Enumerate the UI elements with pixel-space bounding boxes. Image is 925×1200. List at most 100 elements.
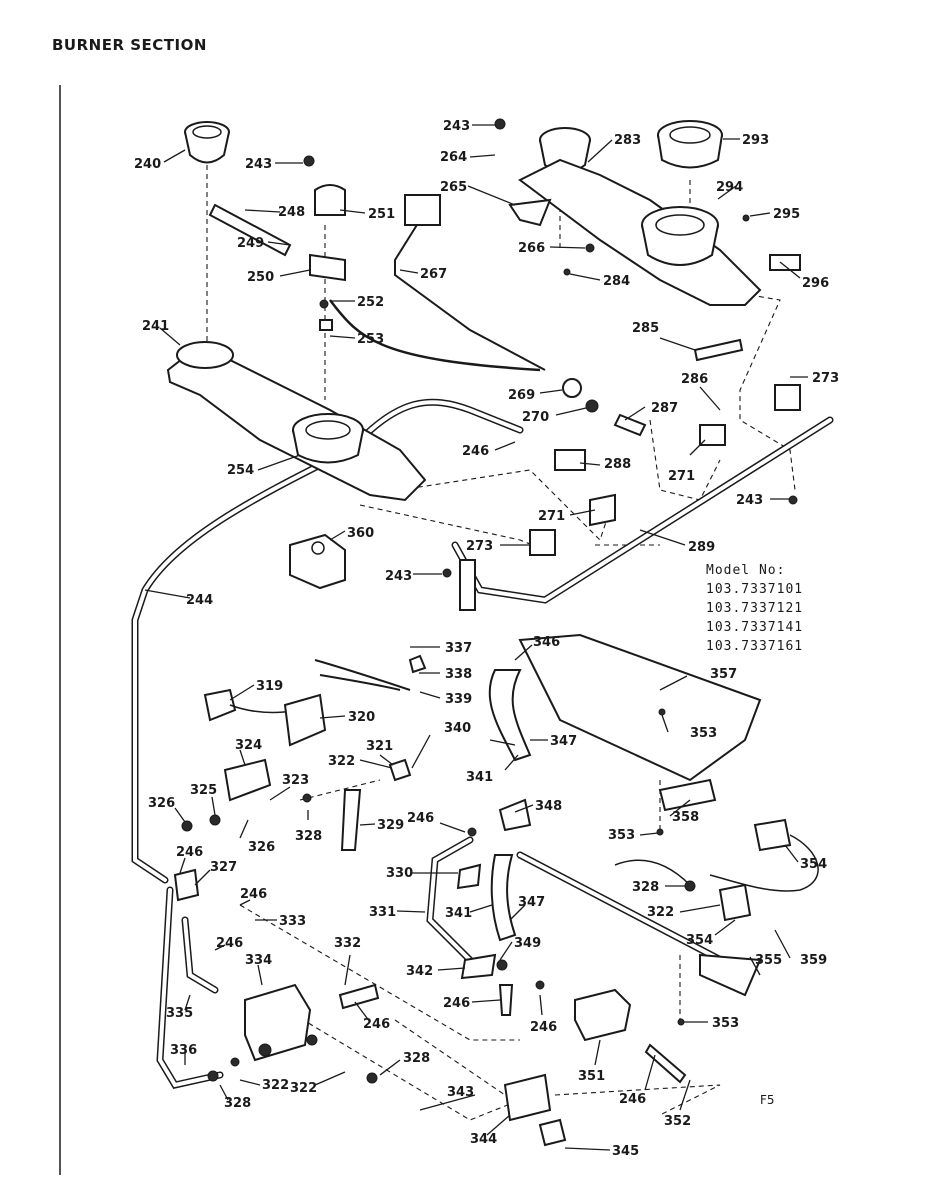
label-243: 243 [443,119,470,134]
label-271: 271 [668,469,695,484]
model-number: 103.7337101 [706,582,804,597]
label-296: 296 [802,276,829,291]
label-246: 246 [240,887,267,902]
label-320: 320 [348,710,375,725]
label-265: 265 [440,180,467,195]
label-246: 246 [216,936,243,951]
label-271: 271 [538,509,565,524]
burner-cap-240 [184,121,230,164]
label-264: 264 [440,150,467,165]
label-332: 332 [334,936,361,951]
label-328: 328 [295,829,322,844]
label-327: 327 [210,860,237,875]
label-254: 254 [227,463,254,478]
label-246: 246 [363,1017,390,1032]
label-342: 342 [406,964,433,979]
label-246: 246 [443,996,470,1011]
label-240: 240 [134,157,161,172]
label-359: 359 [800,953,827,968]
label-286: 286 [681,372,708,387]
label-335: 335 [166,1006,193,1021]
label-246: 246 [176,845,203,860]
label-341: 341 [445,906,472,921]
label-328: 328 [632,880,659,895]
label-322: 322 [328,754,355,769]
label-322: 322 [290,1081,317,1096]
label-348: 348 [535,799,562,814]
label-344: 344 [470,1132,497,1147]
label-273: 273 [466,539,493,554]
label-341: 341 [466,770,493,785]
right-burner-assembly-294 [518,158,762,306]
label-285: 285 [632,321,659,336]
label-321: 321 [366,739,393,754]
label-354: 354 [686,933,713,948]
label-250: 250 [247,270,274,285]
label-351: 351 [578,1069,605,1084]
label-284: 284 [603,274,630,289]
label-358: 358 [672,810,699,825]
label-336: 336 [170,1043,197,1058]
model-number: 103.7337121 [706,601,804,616]
label-269: 269 [508,388,535,403]
label-295: 295 [773,207,800,222]
label-328: 328 [224,1096,251,1111]
label-251: 251 [368,207,395,222]
label-246: 246 [619,1092,646,1107]
label-339: 339 [445,692,472,707]
label-333: 333 [279,914,306,929]
label-357: 357 [710,667,737,682]
model-number: 103.7337141 [706,620,804,635]
lower-right-components [456,633,819,1147]
model-heading: Model No: [706,563,786,578]
label-340: 340 [444,721,471,736]
label-355: 355 [755,953,782,968]
burner-cap-293 [657,120,723,169]
label-273: 273 [812,371,839,386]
label-325: 325 [190,783,217,798]
label-352: 352 [664,1114,691,1129]
label-288: 288 [604,457,631,472]
label-328: 328 [403,1051,430,1066]
label-246: 246 [462,444,489,459]
label-353: 353 [712,1016,739,1031]
label-246: 246 [530,1020,557,1035]
label-243: 243 [245,157,272,172]
label-347: 347 [550,734,577,749]
label-326: 326 [248,840,275,855]
label-346: 346 [533,635,560,650]
label-330: 330 [386,866,413,881]
label-323: 323 [282,773,309,788]
label-283: 283 [614,133,641,148]
label-293: 293 [742,133,769,148]
leader-lines [144,124,808,1151]
valve-body-360 [289,533,346,590]
label-270: 270 [522,410,549,425]
label-329: 329 [377,818,404,833]
label-322: 322 [647,905,674,920]
label-287: 287 [651,401,678,416]
label-248: 248 [278,205,305,220]
label-343: 343 [447,1085,474,1100]
model-number-block: Model No: 103.7337101 103.7337121 103.73… [706,561,803,656]
label-253: 253 [357,332,384,347]
label-289: 289 [688,540,715,555]
label-347: 347 [518,895,545,910]
label-324: 324 [235,738,262,753]
label-243: 243 [736,493,763,508]
label-331: 331 [369,905,396,920]
label-266: 266 [518,241,545,256]
label-243: 243 [385,569,412,584]
label-252: 252 [357,295,384,310]
label-334: 334 [245,953,272,968]
label-353: 353 [608,828,635,843]
page-title: BURNER SECTION [52,36,207,54]
label-246: 246 [407,811,434,826]
label-337: 337 [445,641,472,656]
label-267: 267 [420,267,447,282]
label-338: 338 [445,667,472,682]
model-number: 103.7337161 [706,639,804,654]
label-360: 360 [347,526,374,541]
label-241: 241 [142,319,169,334]
